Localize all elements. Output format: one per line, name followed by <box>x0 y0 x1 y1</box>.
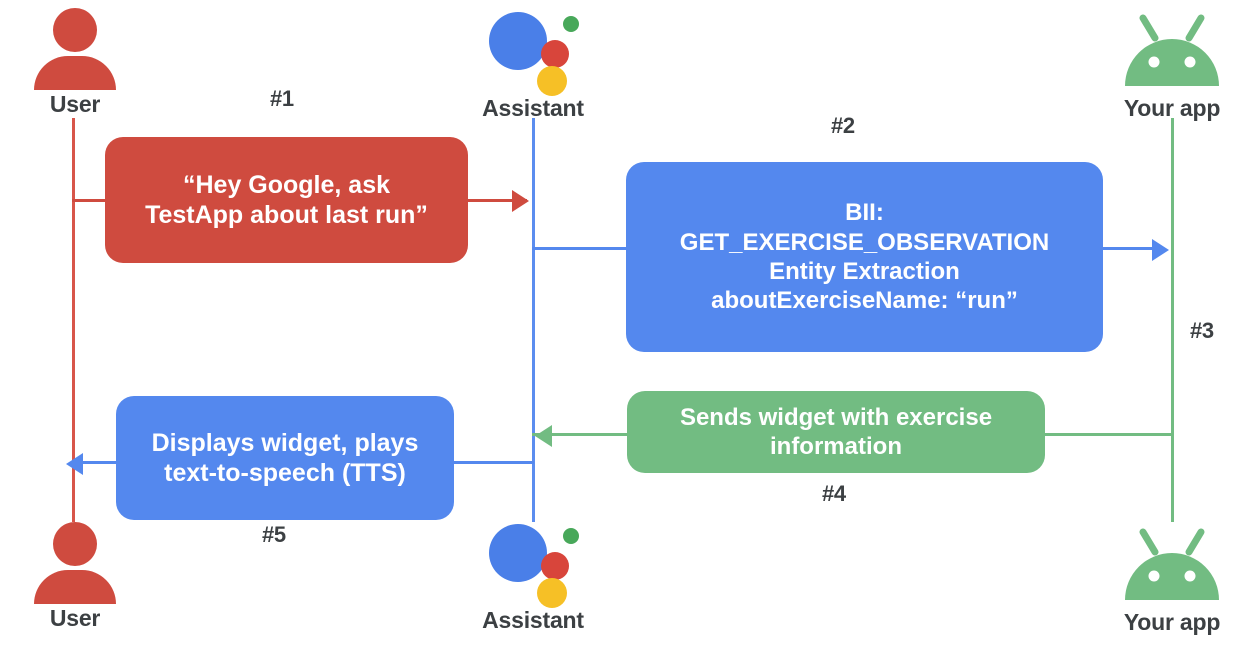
message-line: Entity Extraction <box>769 258 960 285</box>
actor-user-bottom: User <box>0 522 155 630</box>
android-robot-icon <box>1117 10 1227 94</box>
actor-label-your-app-bottom: Your app <box>1123 609 1221 635</box>
assistant-red-dot-icon <box>541 40 569 68</box>
actor-label-user-bottom: User <box>49 605 101 631</box>
google-assistant-icon <box>485 8 581 96</box>
android-robot-svg <box>1125 528 1219 600</box>
android-robot-svg <box>1125 14 1219 86</box>
step-label-2: #2 <box>831 113 855 138</box>
actor-your-app-bottom: Your app <box>1092 524 1244 634</box>
message-line: TestApp about last run” <box>145 201 428 229</box>
message-line: Displays widget, plays <box>151 428 419 457</box>
message-line: text-to-speech (TTS) <box>164 459 406 487</box>
message-line: “Hey Google, ask <box>182 170 391 199</box>
actor-label-assistant-top: Assistant <box>482 95 584 121</box>
user-person-icon <box>30 522 120 604</box>
message-box-widget: Sends widget with exercise information <box>627 391 1045 473</box>
actor-label-user-top: User <box>49 91 101 117</box>
assistant-yellow-dot-icon <box>537 578 567 608</box>
google-assistant-icon <box>485 520 581 608</box>
actor-assistant-bottom: Assistant <box>453 520 613 632</box>
user-head-shape <box>53 8 97 52</box>
actor-user-top: User <box>0 8 155 116</box>
message-box-user-query: “Hey Google, ask TestApp about last run” <box>105 137 468 263</box>
user-head-shape <box>53 522 97 566</box>
lifeline-user <box>72 118 75 522</box>
message-line: aboutExerciseName: “run” <box>711 287 1018 315</box>
message-box-tts: Displays widget, plays text-to-speech (T… <box>116 396 454 520</box>
step-label-3: #3 <box>1190 318 1214 343</box>
step-label-4: #4 <box>822 481 846 506</box>
arrowhead-assistant-to-app <box>1152 239 1169 261</box>
arrowhead-assistant-to-user <box>66 453 83 475</box>
actor-assistant-top: Assistant <box>453 8 613 120</box>
assistant-green-dot-icon <box>563 16 579 32</box>
arrowhead-user-to-assistant <box>512 190 529 212</box>
message-line: information <box>769 433 902 460</box>
assistant-yellow-dot-icon <box>537 66 567 96</box>
step-label-1: #1 <box>270 86 294 111</box>
message-line: Sends widget with exercise <box>679 403 993 431</box>
lifeline-your-app <box>1171 118 1174 522</box>
android-robot-icon <box>1117 524 1227 608</box>
actor-label-assistant-bottom: Assistant <box>482 607 584 633</box>
assistant-green-dot-icon <box>563 528 579 544</box>
assistant-blue-dot-icon <box>489 12 547 70</box>
user-person-icon <box>30 8 120 90</box>
user-body-shape <box>34 56 116 90</box>
arrowhead-app-to-assistant <box>535 425 552 447</box>
message-line: BII: <box>845 199 884 227</box>
assistant-blue-dot-icon <box>489 524 547 582</box>
user-body-shape <box>34 570 116 604</box>
lifeline-assistant <box>532 118 535 522</box>
actor-your-app-top: Your app <box>1092 10 1244 120</box>
step-label-5: #5 <box>262 522 286 547</box>
actor-label-your-app-top: Your app <box>1123 95 1221 121</box>
message-line: GET_EXERCISE_OBSERVATION <box>679 228 1050 256</box>
assistant-red-dot-icon <box>541 552 569 580</box>
message-box-bii: BII: GET_EXERCISE_OBSERVATION Entity Ext… <box>626 162 1103 352</box>
